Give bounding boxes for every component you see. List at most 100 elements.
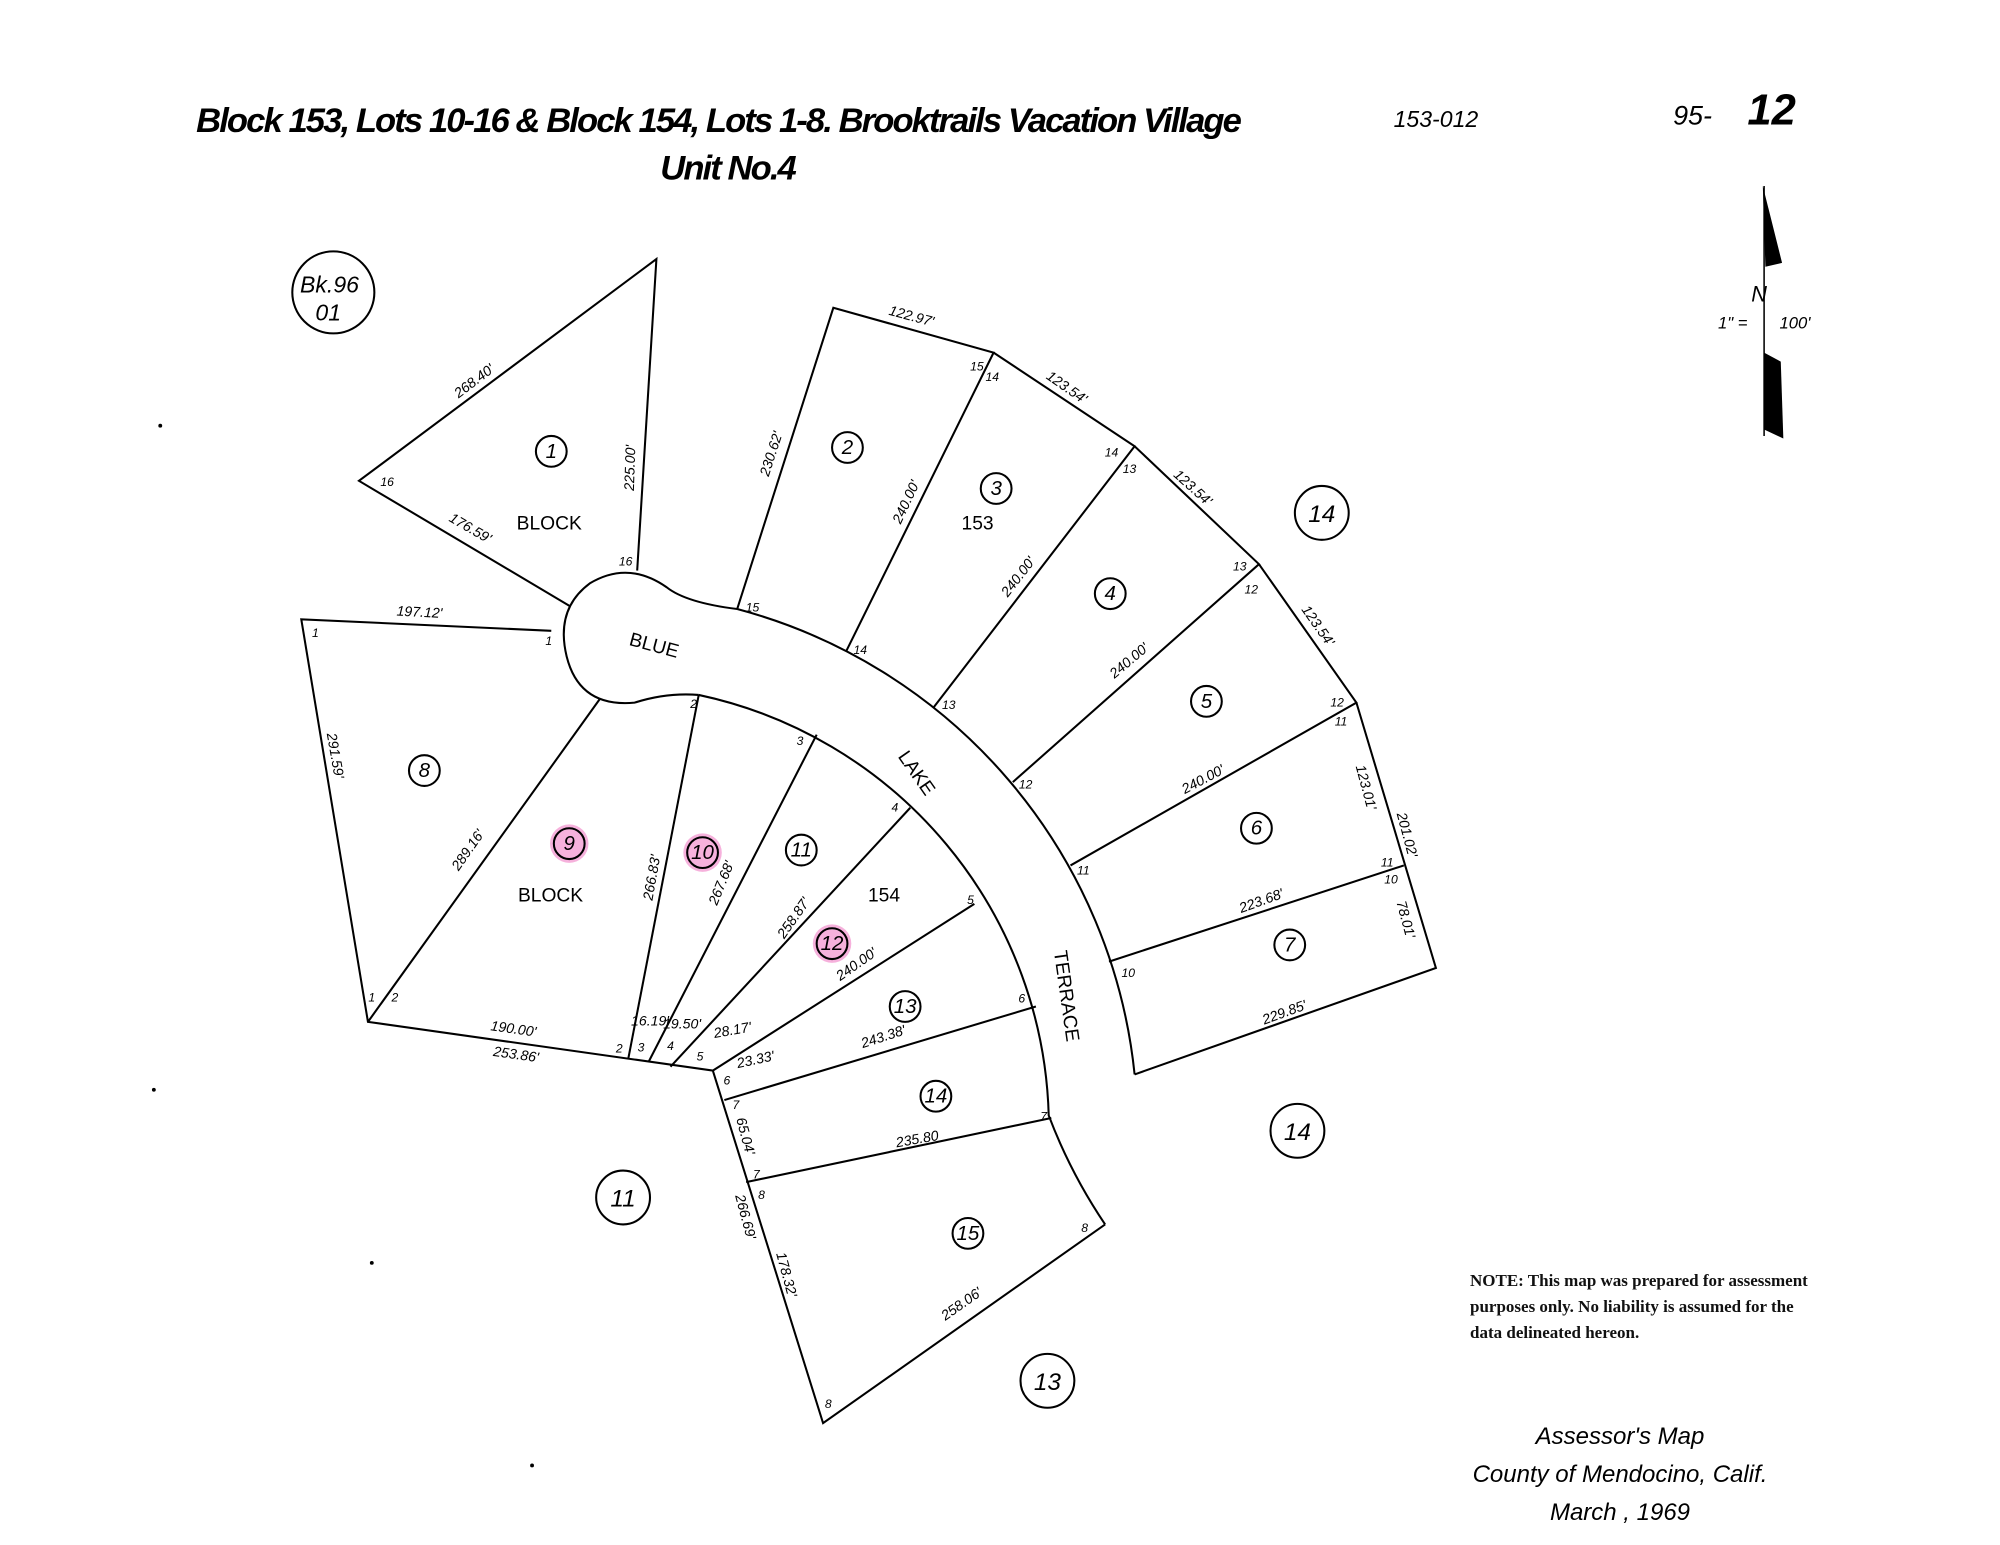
lot-14[interactable]: 14 [919,1079,953,1113]
lot-number: 4 [1105,582,1116,605]
adjacent-page-number: 11 [610,1185,635,1212]
adjacent-page-14[interactable]: 14 [1293,484,1350,541]
lot-9[interactable]: 9 [550,824,589,863]
adjacent-page-13[interactable]: 13 [1019,1352,1076,1409]
dimension-label: 266.69' [732,1192,760,1243]
lot-number: 9 [564,832,575,855]
dimension-label: 16.19' [631,1013,670,1029]
lot-circle [919,1079,953,1113]
lot-highlight [812,924,852,963]
lot-1[interactable]: 1 [534,434,568,468]
lot-15[interactable]: 15 [951,1216,985,1250]
corner-number: 7 [733,1098,741,1112]
adjacent-book-circle: Bk.96 01 [291,250,376,335]
lot-circle [1093,577,1127,611]
corner-number: 11 [1335,715,1348,729]
disclaimer-note: NOTE: This map was prepared for assessme… [1470,1271,1808,1342]
lot-number: 5 [1201,690,1213,713]
lot-number: 8 [419,759,431,782]
dimension-label: 240.00' [1105,639,1152,682]
lot-circle [686,836,719,870]
corner-number: 2 [689,697,697,711]
lot-circle [407,754,441,787]
adjacent-book-line1: Bk.96 [300,271,359,297]
stray-dots [151,423,534,1468]
adjacent-page-circle [1293,484,1350,541]
corner-number: 7 [1040,1110,1048,1124]
corner-number: 10 [1384,872,1398,886]
corner-number: 12 [1245,583,1259,597]
corner-number: 8 [1081,1221,1088,1235]
lot-circle [1273,928,1307,962]
lot-12[interactable]: 12 [812,924,852,963]
lot-circle [951,1216,985,1250]
lot-number: 1 [546,440,557,463]
dimension-label: 225.00' [621,443,639,492]
corner-number: 5 [697,1049,704,1063]
lot-11[interactable]: 11 [784,833,818,867]
lot-4[interactable]: 4 [1093,577,1127,611]
lot-7[interactable]: 7 [1273,928,1307,962]
footer-line3: March , 1969 [1549,1499,1691,1526]
page-prefix: 95- [1673,100,1712,130]
page-number: 12 [1747,86,1795,134]
street-label-lake: LAKE [893,747,938,799]
map-title: Block 153, Lots 10-16 & Block 154, Lots … [196,102,1241,140]
corner-number: 2 [390,990,398,1004]
dimension-label: 240.00' [997,552,1039,600]
adjacent-book-line2: 01 [315,300,341,326]
adjacent-page-14[interactable]: 14 [1269,1102,1326,1159]
corner-number: 7 [753,1167,761,1181]
lot-highlight [550,824,589,863]
lot-3[interactable]: 3 [979,472,1013,505]
scale-left: 1" = [1718,313,1748,332]
corner-number: 5 [967,893,974,907]
lot-number: 2 [841,436,854,459]
street-outlines [562,571,1136,1225]
lot-13[interactable]: 13 [888,990,922,1023]
lot-number: 3 [990,477,1002,500]
corner-number: 6 [724,1074,731,1088]
lot-8[interactable]: 8 [407,754,441,787]
lot-circle [888,990,922,1023]
corner-number: 8 [825,1397,832,1411]
lot-number: 13 [894,995,917,1018]
lot-5[interactable]: 5 [1190,684,1223,718]
corner-number: 11 [1077,863,1090,877]
lot-10[interactable]: 10 [683,833,722,872]
lot-highlight [683,833,722,872]
map-footer: Assessor's Map County of Mendocino, Cali… [1440,1418,1800,1532]
corner-number: 16 [619,554,633,568]
corner-number: 12 [1019,778,1033,792]
corner-number: 2 [615,1042,623,1056]
adjacent-page-11[interactable]: 11 [595,1169,652,1226]
lot-circle [784,833,818,867]
block-number-153: 153 [962,514,994,535]
lot-2[interactable]: 2 [831,431,864,464]
dimension-label: 229.85' [1259,996,1310,1027]
dimension-label: 253.86' [491,1043,541,1066]
lot-circle [979,472,1013,505]
corner-number: 13 [1233,560,1247,574]
corner-number: 1 [368,990,375,1004]
lot-circle [1190,684,1223,718]
corner-number: 13 [942,698,956,712]
corner-number: 14 [986,370,1000,384]
adjacent-page-circle [595,1169,652,1226]
dimension-label: 258.06' [937,1283,986,1324]
corner-number: 1 [312,626,319,640]
dimension-label: 289.16' [447,825,488,874]
dimension-label: 190.00' [490,1017,539,1039]
scale-right: 100' [1779,313,1811,332]
lot-6[interactable]: 6 [1240,811,1273,845]
corner-number: 14 [1105,445,1119,459]
corner-number: 14 [853,643,867,657]
north-arrow-icon [1762,185,1784,439]
lot-number: 11 [791,838,812,861]
dimension-label: 19.50' [663,1015,702,1031]
corner-number: 16 [380,475,394,489]
block-label: BLOCK [518,885,583,906]
corner-number: 4 [891,801,898,815]
corner-number: 4 [667,1039,674,1053]
